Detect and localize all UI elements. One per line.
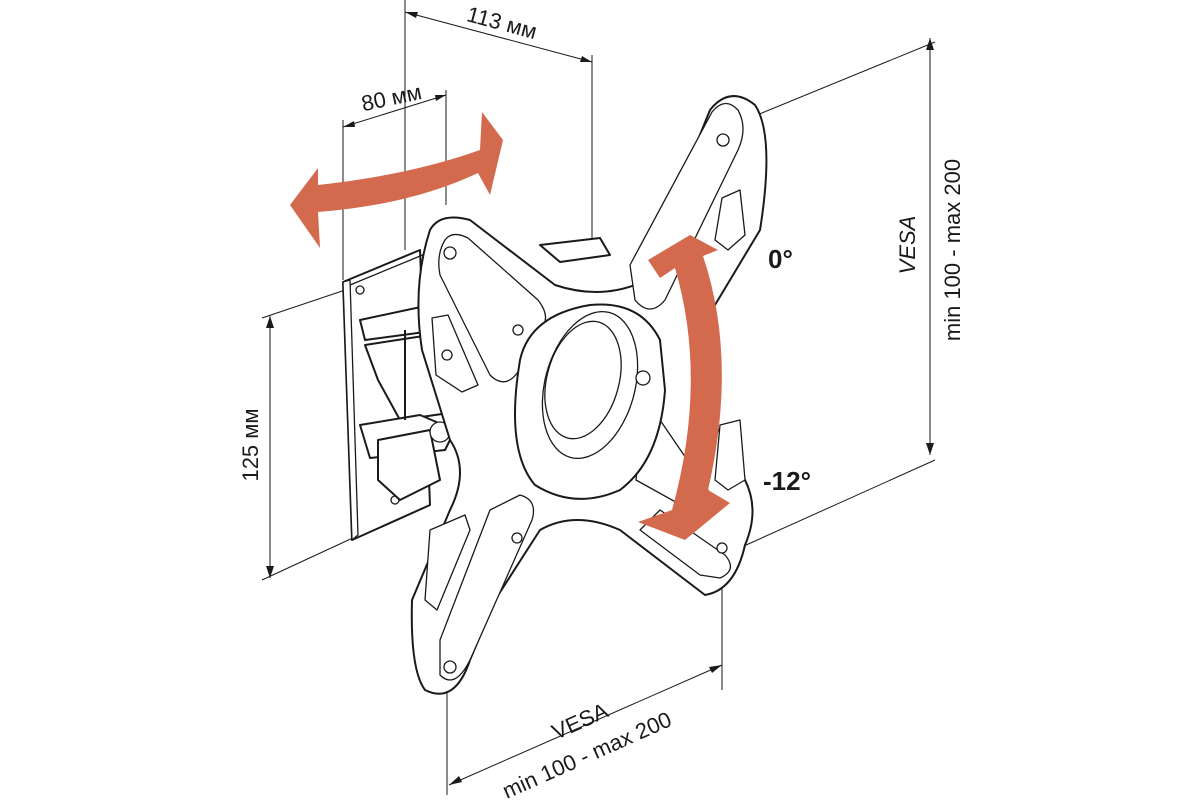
dimension-lines: [261, 0, 936, 795]
depth-min-label: 80 мм: [359, 79, 424, 116]
tilt-top-angle-label: 0°: [768, 244, 793, 274]
swivel-arrow: [290, 112, 503, 248]
swivel-arrow-shape: [290, 112, 503, 248]
bracket-height-label: 125 мм: [238, 408, 263, 481]
tilt-arrow-shape: [638, 235, 730, 540]
tilt-bottom-angle-label: -12°: [763, 466, 811, 496]
vesa-vertical-range: min 100 - max 200: [940, 159, 965, 341]
vesa-vertical-title: VESA: [895, 216, 920, 275]
tilt-arrow: [638, 235, 730, 540]
